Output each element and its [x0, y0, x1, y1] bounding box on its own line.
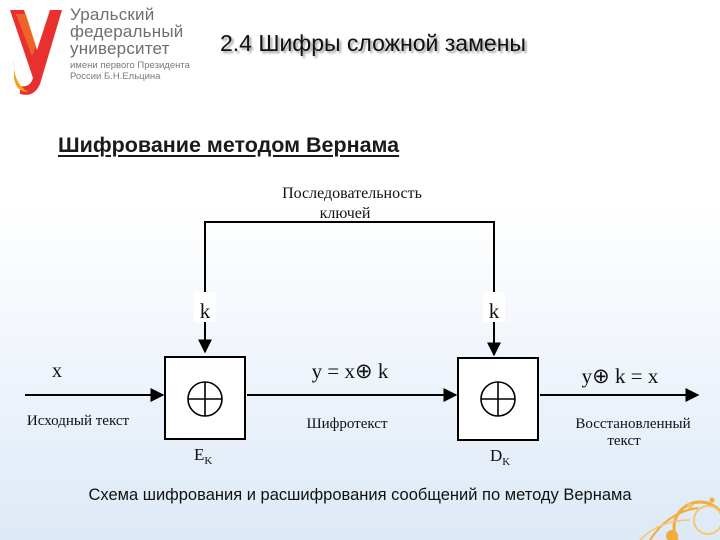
output-label-2: текст [607, 433, 641, 449]
corner-decoration-icon [639, 497, 720, 540]
key-right-bg [483, 292, 505, 322]
encrypt-block-label: EK [194, 445, 212, 467]
cipher-formula: y = x⊕ k [312, 359, 389, 383]
figure-caption: Схема шифрования и расшифрования сообщен… [88, 486, 632, 504]
key-left-label: k [200, 299, 211, 323]
key-sequence-label-2: ключей [320, 205, 371, 222]
decrypt-block-label: DK [490, 446, 510, 468]
subtitle: Шифрование методом Вернама [58, 133, 400, 157]
key-right-label: k [489, 299, 500, 323]
university-logo-icon [10, 10, 62, 95]
logo-line-1: Уральский [70, 5, 155, 24]
key-line [204, 221, 495, 345]
university-logo-text: Уральский федеральный университет имени … [70, 6, 190, 83]
logo-line-5: России Б.Н.Ельцина [70, 71, 161, 82]
output-formula: y⊕ k = x [582, 364, 659, 388]
key-sequence-label-1: Последовательность [282, 185, 422, 202]
cipher-label: Шифротекст [306, 416, 387, 432]
input-symbol: x [52, 360, 62, 382]
logo-line-3: университет [70, 39, 170, 58]
slide-title: 2.4 Шифры сложной замены [220, 30, 526, 56]
output-label-1: Восстановленный [575, 416, 690, 432]
input-label: Исходный текст [27, 413, 130, 429]
logo-line-2: федеральный [70, 22, 184, 41]
key-left-bg [194, 292, 216, 322]
logo-line-4: имени первого Президента [70, 60, 190, 71]
